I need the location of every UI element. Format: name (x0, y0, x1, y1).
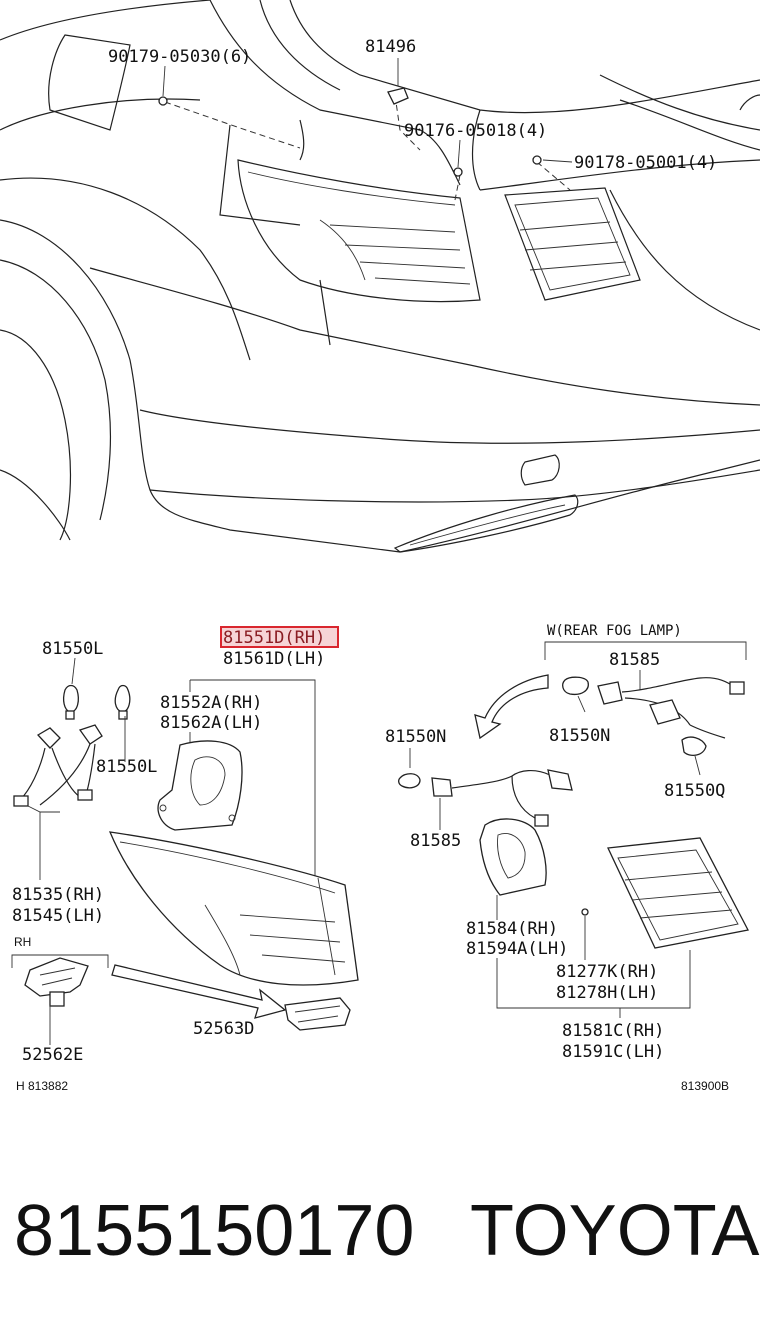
fog-lamp-harness (562, 676, 745, 757)
label-90176-05018: 90176-05018(4) (404, 121, 547, 141)
label-81545: 81545(LH) (12, 906, 104, 926)
inner-tail-lamp (607, 837, 749, 949)
diagram-ref-right: 813900B (681, 1079, 729, 1093)
label-81584: 81584(RH) (466, 919, 558, 939)
label-81585-top: 81585 (609, 650, 660, 670)
bracket-52562E (24, 957, 89, 1007)
label-81550Q: 81550Q (664, 781, 725, 801)
label-81594A: 81594A(LH) (466, 939, 568, 959)
label-81277K: 81277K(RH) (556, 962, 658, 982)
tail-lamp-assembly (108, 831, 359, 986)
brand-name: TOYOTA (470, 1191, 759, 1271)
bulb-socket-right (398, 769, 573, 827)
label-81562A: 81562A(LH) (160, 713, 262, 733)
label-81550N-left: 81550N (385, 727, 446, 747)
label-81550L-mid: 81550L (96, 757, 157, 777)
label-81550L-top: 81550L (42, 639, 103, 659)
label-90179-05030: 90179-05030(6) (108, 47, 251, 67)
bulb-socket-harness (13, 684, 131, 813)
label-81278H: 81278H(LH) (556, 983, 658, 1003)
direction-arrow-left (111, 964, 287, 1019)
label-81496: 81496 (365, 37, 416, 57)
gasket-left (157, 740, 243, 831)
label-52562E: 52562E (22, 1045, 83, 1065)
label-81581C: 81581C(RH) (562, 1021, 664, 1041)
part-number: 8155150170 (14, 1191, 414, 1271)
gasket-right (479, 818, 547, 896)
bracket-52563D (284, 997, 351, 1031)
label-81551D-highlighted[interactable]: 81551D(RH) (223, 628, 325, 648)
car-body-illustration (0, 0, 760, 553)
label-81552A: 81552A(RH) (160, 693, 262, 713)
label-81591C: 81591C(LH) (562, 1042, 664, 1062)
highlight-box (220, 626, 339, 648)
label-81550N-right: 81550N (549, 726, 610, 746)
diagram-ref-left: H 813882 (16, 1079, 68, 1093)
label-81585-mid: 81585 (410, 831, 461, 851)
direction-arrow-curved (474, 674, 549, 740)
label-90178-05001: 90178-05001(4) (574, 153, 717, 173)
label-52563D: 52563D (193, 1019, 254, 1039)
label-81561D: 81561D(LH) (223, 649, 325, 669)
label-rh: RH (14, 935, 31, 949)
label-rear-fog-lamp: W(REAR FOG LAMP) (547, 623, 682, 639)
label-81535: 81535(RH) (12, 885, 104, 905)
